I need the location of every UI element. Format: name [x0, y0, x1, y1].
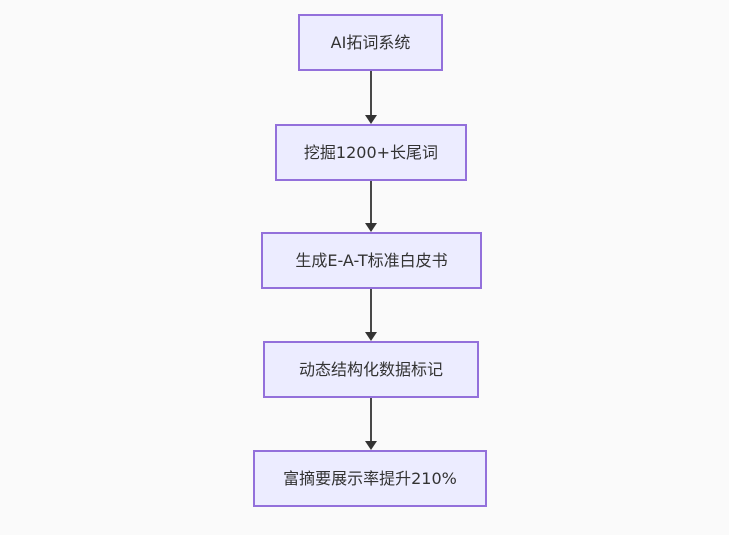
arrow-down-icon: [364, 441, 377, 450]
arrow-down-icon: [364, 332, 377, 341]
flow-node-rich-snippet-uplift: 富摘要展示率提升210%: [253, 450, 487, 507]
connector-arrow-4: [363, 398, 378, 450]
arrow-down-icon: [364, 223, 377, 232]
flow-node-ai-word-expansion: AI拓词系统: [298, 14, 443, 71]
arrow-line: [369, 71, 372, 115]
arrow-line: [369, 289, 372, 332]
flow-node-label: 生成E-A-T标准白皮书: [295, 250, 448, 270]
flow-node-eat-whitepaper: 生成E-A-T标准白皮书: [261, 232, 482, 289]
arrow-down-icon: [364, 115, 377, 124]
connector-arrow-2: [363, 181, 378, 232]
arrow-line: [369, 181, 372, 223]
flow-node-label: 挖掘1200+长尾词: [303, 142, 439, 162]
flow-node-label: 动态结构化数据标记: [298, 359, 443, 379]
flow-node-longtail-mining: 挖掘1200+长尾词: [275, 124, 467, 181]
connector-arrow-1: [363, 71, 378, 124]
arrow-line: [369, 398, 372, 441]
flow-node-structured-data-markup: 动态结构化数据标记: [263, 341, 479, 398]
flow-node-label: AI拓词系统: [330, 32, 411, 52]
flow-node-label: 富摘要展示率提升210%: [283, 468, 457, 488]
connector-arrow-3: [363, 289, 378, 341]
